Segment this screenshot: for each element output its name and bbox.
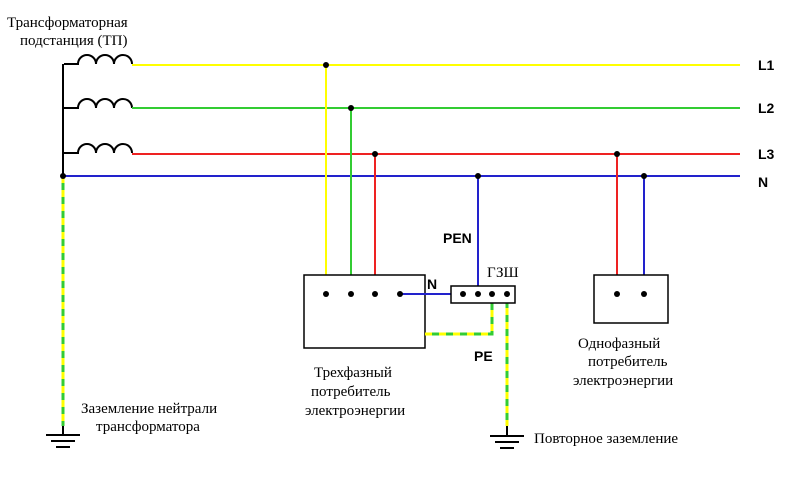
three-phase-consumer-label-2: потребитель [311, 384, 391, 400]
neutral-grounding-label-1: Заземление нейтрали [81, 401, 217, 417]
single-phase-consumer-box [593, 274, 669, 324]
label-l2: L2 [758, 100, 775, 116]
coil-l3 [64, 143, 133, 154]
label-pen: PEN [443, 230, 472, 246]
ground-symbol-repeat [490, 426, 524, 449]
substation-title-2: подстанция (ТП) [20, 33, 128, 49]
repeat-grounding-label: Повторное заземление [534, 431, 678, 447]
label-n: N [758, 174, 768, 190]
transformer-windings [62, 54, 133, 176]
pe-wire [425, 294, 494, 336]
junction-dots [60, 62, 647, 297]
coil-l1 [64, 54, 133, 65]
label-pe: PE [474, 348, 493, 364]
ground-symbol-neutral [46, 426, 80, 448]
three-phase-consumer-label-3: электроэнергии [305, 403, 405, 419]
label-gzsh: ГЗШ [487, 265, 519, 281]
single-phase-consumer-label-3: электроэнергии [573, 373, 673, 389]
label-l3: L3 [758, 146, 775, 162]
main-ground-bus-box [450, 285, 516, 304]
coil-l2 [64, 98, 133, 109]
single-phase-consumer-label-1: Однофазный [578, 336, 660, 352]
substation-title-1: Трансформаторная [7, 15, 128, 31]
three-phase-consumer-box [303, 274, 426, 349]
label-l1: L1 [758, 57, 775, 73]
label-n-local: N [427, 276, 437, 292]
three-phase-consumer-label-1: Трехфазный [314, 365, 392, 381]
single-phase-consumer-label-2: потребитель [588, 354, 668, 370]
neutral-grounding-label-2: трансформатора [96, 419, 200, 435]
